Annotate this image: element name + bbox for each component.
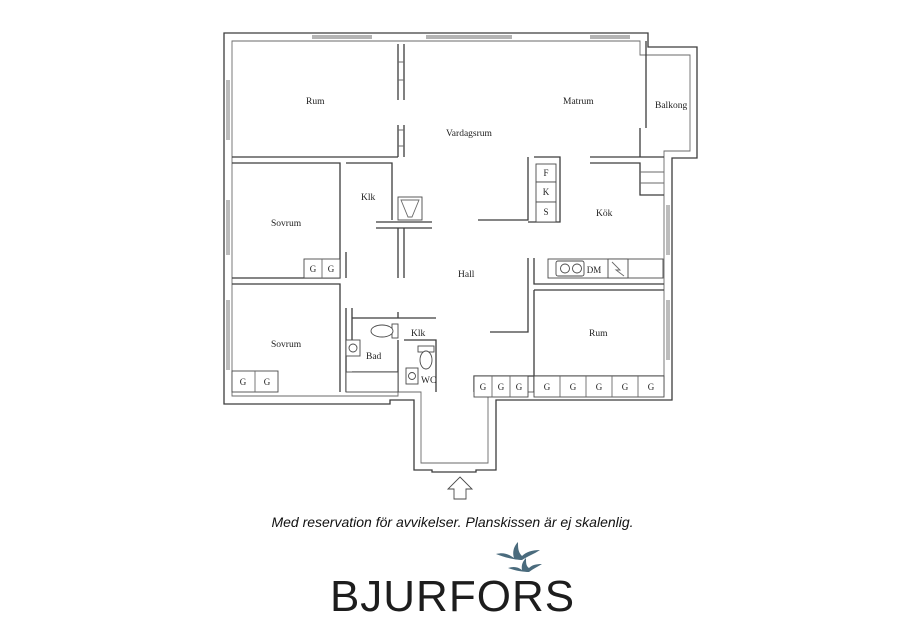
stove-icon [607, 258, 629, 279]
brand-logo: BJURFORS [329, 572, 576, 621]
room-label-kok: Kök [596, 209, 613, 219]
wardrobe-label: G [516, 382, 523, 392]
windows [226, 35, 670, 370]
birds-logo-icon [496, 542, 542, 572]
dishwasher-label: DM [587, 265, 602, 275]
freezer-label: K [543, 187, 550, 197]
wardrobe-label: G [328, 264, 335, 274]
toilet-icon [417, 345, 435, 370]
wardrobe-label: G [498, 382, 505, 392]
fridge-label: F [543, 168, 548, 178]
toilet-icon [370, 323, 399, 339]
wardrobe-label: G [596, 382, 603, 392]
wardrobes: G G G G G G G G G G G G [231, 258, 665, 398]
wardrobe-label: G [480, 382, 487, 392]
room-label-matrum: Matrum [563, 97, 594, 107]
wardrobe-label: G [570, 382, 577, 392]
sink-icon [405, 367, 419, 385]
disclaimer-text: Med reservation för avvikelser. Planskis… [271, 514, 634, 530]
room-label-wc: WC [421, 376, 436, 386]
kitchen-fixtures: F K S DM [397, 163, 664, 279]
wardrobe-label: G [240, 377, 247, 387]
room-label-vardagsrum: Vardagsrum [446, 129, 493, 139]
wardrobe-label: G [622, 382, 629, 392]
room-label-klk: Klk [361, 193, 376, 203]
room-label-klk: Klk [411, 329, 426, 339]
room-label-sovrum: Sovrum [271, 340, 302, 350]
outer-walls [223, 32, 698, 473]
room-label-rum: Rum [589, 329, 608, 339]
room-label-bad: Bad [366, 352, 382, 362]
room-label-sovrum: Sovrum [271, 219, 302, 229]
room-labels: Rum Vardagsrum Matrum Balkong Klk Sovrum… [271, 97, 687, 386]
wardrobe-label: G [648, 382, 655, 392]
doors [398, 61, 476, 464]
room-label-hall: Hall [458, 270, 475, 280]
wardrobe-label: G [310, 264, 317, 274]
s-label: S [543, 207, 548, 217]
wardrobe-label: G [264, 377, 271, 387]
sink-icon [345, 339, 361, 357]
room-label-balkong: Balkong [655, 101, 687, 111]
bathroom-fixtures [345, 323, 435, 393]
entrance-arrow-icon [446, 476, 474, 500]
sink-icon [555, 260, 585, 277]
wardrobe-label: G [544, 382, 551, 392]
room-label-rum: Rum [306, 97, 325, 107]
